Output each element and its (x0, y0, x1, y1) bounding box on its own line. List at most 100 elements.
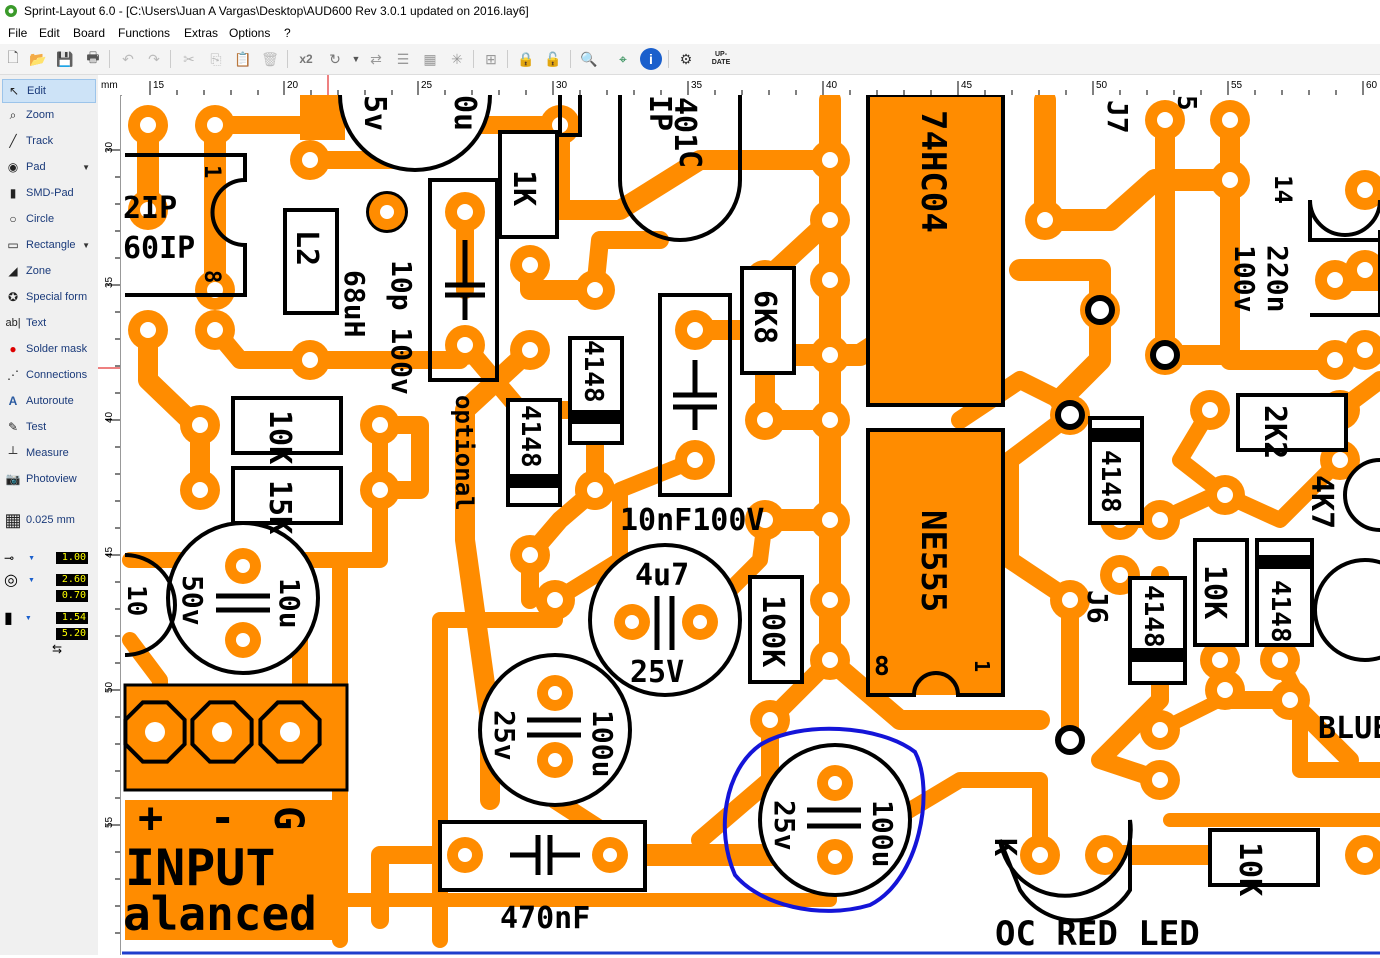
unlock-icon[interactable]: 🔓 (544, 50, 562, 67)
duplicate-scale-button[interactable]: x2 (299, 52, 313, 66)
new-file-icon[interactable]: 🗋 (7, 49, 19, 65)
tool-smd-pad[interactable]: ▮SMD-Pad (2, 182, 96, 204)
connector-pad-hole (212, 722, 232, 742)
ungroup-icon[interactable]: ✳ (451, 50, 463, 67)
print-icon[interactable]: 🖶 (86, 49, 100, 65)
rectangle-icon: ▭ (7, 238, 19, 252)
smd-width-input[interactable]: 1.54 (56, 612, 88, 624)
tool-rectangle[interactable]: ▭Rectangle▼ (2, 234, 96, 256)
menu-board[interactable]: Board (73, 26, 106, 40)
tool-measure[interactable]: ┴Measure (2, 442, 96, 464)
toolbar-separator (507, 50, 508, 68)
tool-edit[interactable]: ↖Edit (2, 79, 96, 103)
menu-options[interactable]: Options (229, 26, 271, 40)
connector-pad-hole (280, 722, 300, 742)
h-ruler-label: 55 (1231, 80, 1243, 91)
rectangle-dropdown-icon[interactable]: ▼ (82, 240, 90, 250)
lock-icon[interactable]: 🔒 (517, 50, 535, 67)
balanced-label: alanced (123, 887, 317, 941)
tool-connections[interactable]: ⋰Connections (2, 364, 96, 386)
update-button[interactable]: UP-DATE (711, 51, 731, 66)
pcb-pad-hole (1212, 652, 1228, 668)
tool-solder-mask[interactable]: ●Solder mask (2, 338, 96, 360)
rotate-icon[interactable]: ↻ (329, 50, 341, 67)
menu-bar: File Edit Board Functions Extras Options… (0, 22, 1380, 44)
delete-icon[interactable]: 🗑 (261, 50, 279, 67)
tool-test[interactable]: ✎Test (2, 416, 96, 438)
tool-circle[interactable]: ○Circle (2, 208, 96, 230)
cap-401-label: 401 (667, 97, 702, 151)
redo-icon[interactable]: ↷ (148, 50, 160, 67)
smd-height-input[interactable]: 5.20 (56, 628, 88, 640)
layer-icon[interactable]: ⊞ (485, 50, 497, 67)
v-ruler-label: 30 (104, 141, 115, 153)
pcb-pad-hole (1217, 487, 1233, 503)
toolbar-separator (109, 50, 110, 68)
menu-file[interactable]: File (8, 26, 28, 40)
tool-track[interactable]: ╱Track (2, 130, 96, 152)
track-icon: ╱ (9, 134, 17, 148)
pcb-canvas[interactable]: 74HC04 NE555 8 1 10K 15K 1K 6K8 100K 2K2… (122, 95, 1380, 955)
resistor-2k2-label: 2K2 (1257, 405, 1292, 459)
pin1-top-label: 1 (199, 165, 224, 178)
tool-zone[interactable]: ◢Zone (2, 260, 96, 282)
diode-4-label: 4148 (1138, 585, 1168, 648)
align-icon[interactable]: ☰ (396, 50, 410, 67)
pcb-pad-hole (757, 512, 773, 528)
via-pad[interactable] (1055, 400, 1085, 430)
cap-220n-label: 220n (1261, 245, 1294, 312)
group-icon[interactable]: ▦ (423, 50, 437, 67)
smd-size-dropdown-icon[interactable]: ▼ (24, 614, 32, 622)
pad-inner-input[interactable]: 0.70 (56, 590, 88, 602)
pad-outer-input[interactable]: 2.60 (56, 574, 88, 586)
settings-gear-icon[interactable]: ⚙ (679, 50, 693, 67)
info-icon[interactable]: i (640, 48, 662, 70)
fragment-0u-label: 0u (447, 95, 482, 131)
undo-icon[interactable]: ↶ (122, 50, 134, 67)
swap-icon[interactable]: ⇆ (52, 642, 63, 656)
pcb-pad-hole (1222, 112, 1238, 128)
rotate-dropdown-icon[interactable]: ▼ (351, 54, 361, 64)
tool-special-form[interactable]: ✪Special form (2, 286, 96, 308)
track-width-input[interactable]: 1.00 (56, 552, 88, 564)
cap-10nf-label: 10nF100V (620, 503, 765, 538)
menu-extras[interactable]: Extras (184, 26, 219, 40)
open-folder-icon[interactable]: 📂 (29, 50, 47, 67)
tool-pad[interactable]: ◉Pad▼ (2, 156, 96, 178)
cut-icon[interactable]: ✂ (183, 50, 195, 67)
menu-edit[interactable]: Edit (39, 26, 60, 40)
v-ruler-label: 50 (104, 681, 115, 693)
menu-help[interactable]: ? (284, 26, 291, 40)
paste-icon[interactable]: 📋 (234, 50, 252, 67)
save-icon[interactable]: 💾 (56, 50, 74, 67)
pcb-pad-hole (587, 282, 603, 298)
zoom-search-icon[interactable]: 🔍 (580, 50, 598, 67)
copy-icon[interactable]: ⎘ (210, 50, 222, 67)
tool-photoview[interactable]: 📷Photoview (5, 472, 77, 486)
v-ruler-label: 45 (104, 546, 115, 558)
capacitor-pads[interactable] (225, 194, 853, 875)
pad-dropdown-icon[interactable]: ▼ (82, 162, 90, 172)
tool-zoom[interactable]: ⌕Zoom (2, 104, 96, 126)
zone-icon: ◢ (8, 264, 18, 278)
menu-functions[interactable]: Functions (118, 26, 171, 40)
via-pad[interactable] (1085, 295, 1115, 325)
grid-selector[interactable]: ▦0.025 mm (4, 509, 75, 530)
pcb-pad-hole (1357, 342, 1373, 358)
mirror-icon[interactable]: ⇄ (370, 50, 382, 67)
pcb-pad-hole (1032, 847, 1048, 863)
copper-pads[interactable] (123, 100, 1380, 875)
track-width-dropdown-icon[interactable]: ▼ (28, 554, 35, 562)
pcb-layout[interactable]: 74HC04 NE555 8 1 10K 15K 1K 6K8 100K 2K2… (122, 95, 1380, 955)
fragment-5-label: 5 (1171, 95, 1201, 111)
via-pad[interactable] (1150, 340, 1180, 370)
tool-text[interactable]: ab|Text (5, 317, 47, 329)
pcb-pad-hole (1152, 772, 1168, 788)
pad-size-dropdown-icon[interactable]: ▼ (27, 576, 35, 584)
crosshair-icon[interactable]: ⌖ (619, 50, 627, 67)
fragment-ip-label: IP (642, 95, 677, 131)
via-pad[interactable] (1055, 725, 1085, 755)
